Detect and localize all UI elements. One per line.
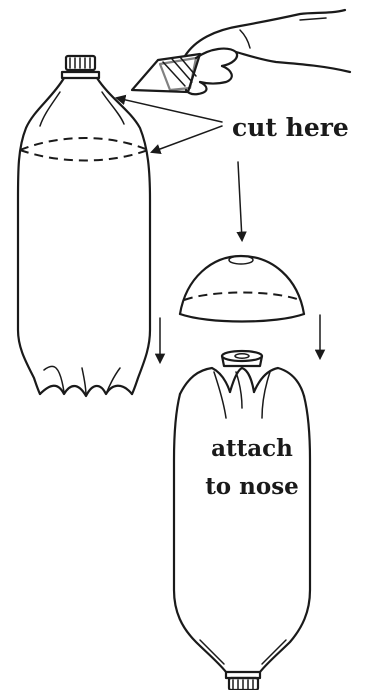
nose-cone-icon bbox=[180, 256, 304, 322]
arrow-down-to-dome bbox=[238, 162, 242, 240]
hand-with-knife-icon bbox=[132, 10, 350, 94]
inverted-bottle-icon bbox=[174, 351, 310, 690]
attach-label-line1: attach bbox=[193, 430, 311, 468]
attach-label-line2: to nose bbox=[193, 468, 311, 506]
bottle-icon bbox=[18, 56, 150, 396]
arrow-to-cut-line bbox=[152, 126, 222, 152]
attach-to-nose-label: attach to nose bbox=[193, 430, 311, 506]
cut-here-label: cut here bbox=[232, 113, 349, 142]
